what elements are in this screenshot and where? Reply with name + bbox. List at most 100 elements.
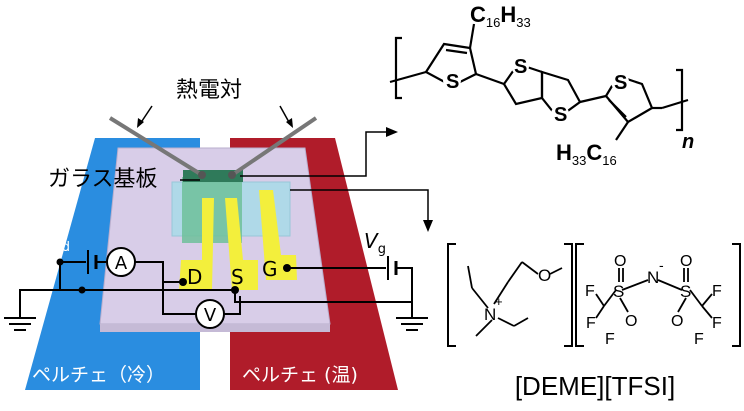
sc-bot-sub1: 33 — [572, 153, 586, 168]
pointer-ionic-head — [423, 220, 433, 232]
vd-label-main: V — [48, 227, 63, 251]
cation-bond-1 — [471, 287, 489, 309]
sc-bot-sub2: 16 — [602, 153, 616, 168]
cation-bond-4 — [507, 261, 523, 283]
vd-label: Vd — [48, 227, 70, 255]
anion-bond-12 — [595, 305, 605, 319]
s1-bg — [443, 71, 461, 89]
anion-bond-1 — [621, 279, 649, 291]
s2-bg — [511, 57, 529, 75]
ionic-liquid-name: [DEME][TFSI] — [515, 371, 675, 401]
gate-letter: G — [262, 257, 278, 281]
thermocouple-arrowhead-right — [286, 118, 293, 128]
polymer-s4: S — [614, 72, 627, 94]
anion-bond-4 — [689, 289, 703, 307]
thienothiophene-b — [540, 70, 582, 120]
voltmeter-label: V — [204, 305, 217, 326]
source-letter: S — [231, 265, 244, 289]
cation-bond-2 — [467, 265, 473, 289]
polymer-sidechain-top: C16H33 — [470, 2, 531, 30]
cation-bracket-left — [447, 243, 456, 347]
vg-label-sub: g — [378, 242, 386, 257]
cation-bracket-right — [564, 243, 573, 347]
bond-1-2 — [475, 72, 505, 86]
thermocouple-arrowhead-left — [137, 118, 144, 128]
sc-top-c: C — [470, 2, 486, 27]
voltmeter-wire-right — [224, 296, 241, 315]
anion-nitrogen: N — [647, 268, 659, 287]
drain-contact — [179, 278, 187, 286]
polymer-bracket-right — [676, 68, 684, 132]
anion-f-4: F — [712, 283, 722, 300]
vg-label: Vg — [364, 229, 386, 257]
polymer-s3: S — [554, 104, 567, 126]
sc-top-sub1: 16 — [486, 15, 500, 30]
cation-bond-8 — [497, 317, 515, 327]
cation-bond-7 — [475, 319, 493, 337]
thermocouple-label: 熱電対 — [176, 78, 242, 103]
drain-wire — [135, 261, 183, 283]
cation-bond-3 — [493, 281, 509, 305]
source-contact — [231, 286, 239, 294]
anion-s-right: S — [680, 282, 691, 301]
sc-bot-c: C — [586, 140, 602, 165]
thermocouple-tip-right — [228, 171, 236, 179]
sc-top-sub2: 33 — [516, 15, 530, 30]
polymer-sidechain-bottom: H33C16 — [556, 140, 617, 168]
anion-bond-2 — [657, 279, 683, 291]
polymer-s1: S — [446, 71, 459, 93]
anion-o-4: O — [671, 313, 683, 330]
anion-f-2: F — [586, 315, 596, 332]
vd-label-sub: d — [62, 240, 70, 255]
pointer-polymer-head — [386, 127, 398, 137]
cation-plus: + — [495, 294, 503, 309]
anion-o-2: O — [680, 253, 692, 270]
bond-2-3 — [579, 94, 607, 104]
cation-nitrogen: N — [484, 305, 496, 324]
drain-circuit-wire — [19, 262, 61, 318]
polymer-bond-right — [661, 98, 689, 110]
cation-structure — [467, 261, 563, 337]
anion-bracket-left — [575, 243, 584, 347]
s3-bg — [551, 105, 569, 123]
thiophene-3-db — [608, 99, 627, 118]
anion-f-5: F — [712, 315, 722, 332]
pointer-polymer — [240, 131, 388, 177]
cation-bond-5 — [521, 261, 539, 275]
thermocouple-tip-left — [198, 171, 206, 179]
cation-oxygen: O — [538, 266, 551, 285]
vg-label-main: V — [364, 229, 379, 253]
polymer-structure — [389, 23, 689, 141]
anion-o-1: O — [614, 253, 626, 270]
anion-minus: - — [659, 257, 664, 273]
polymer-bracket-left — [394, 36, 402, 100]
anion-bond-9 — [619, 297, 629, 313]
anion-structure — [595, 268, 713, 319]
pointer-ionic — [290, 189, 429, 222]
s4-bg — [611, 73, 629, 91]
anion-o-3: O — [625, 313, 637, 330]
anion-bond-10 — [677, 297, 687, 313]
rail-node-top — [56, 258, 64, 266]
vg-wire-ground — [396, 267, 413, 318]
anion-bond-11 — [595, 293, 605, 307]
anion-s-left: S — [613, 282, 624, 301]
polymer-bond-left — [389, 70, 427, 84]
thiophene-1-db — [445, 48, 468, 55]
cation-bond-9 — [513, 317, 529, 327]
thiophene-1-sidechain — [468, 23, 476, 49]
cation-bond-6 — [549, 267, 563, 275]
drain-electrode — [179, 198, 214, 290]
anion-bond-14 — [701, 305, 713, 319]
glass-substrate-label: ガラス基板 — [48, 167, 158, 192]
anion-f-1: F — [585, 283, 595, 300]
peltier-hot-label: ペルチェ (温) — [242, 364, 358, 386]
anion-f-3: F — [605, 331, 615, 348]
thiophene-3-sidechain — [615, 121, 629, 141]
polymer-repeat-n: n — [682, 131, 694, 153]
anion-bond-3 — [603, 289, 617, 307]
ammeter-label: A — [115, 253, 128, 274]
sc-top-h: H — [500, 2, 516, 27]
sc-bot-h: H — [556, 140, 572, 165]
